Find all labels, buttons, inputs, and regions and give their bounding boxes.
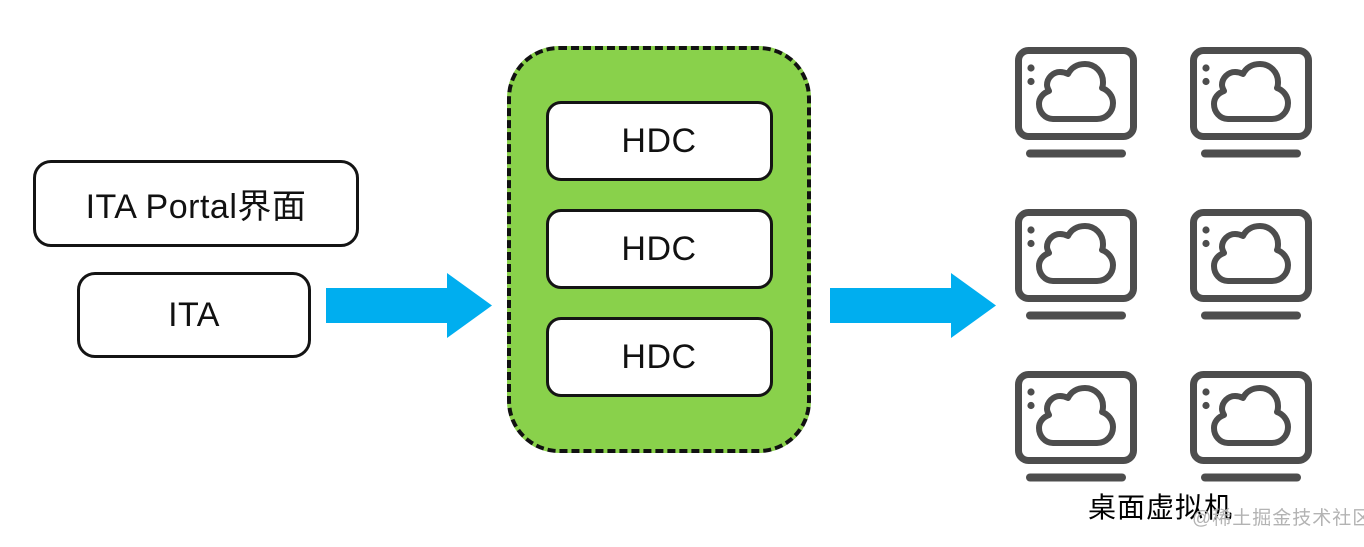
hdc-cluster: HDC HDC HDC [507,46,811,453]
hdc-box: HDC [545,209,773,289]
ita-box: ITA [77,272,311,358]
cloud-desktop-icon [1190,371,1312,483]
vm-grid [1015,47,1312,483]
arrow-right-icon [830,273,996,338]
cloud-desktop-icon [1015,371,1137,483]
hdc-box: HDC [545,317,773,397]
ita-label: ITA [168,295,220,334]
cloud-desktop-icon [1015,47,1137,159]
ita-portal-label: ITA Portal界面 [85,188,307,226]
arrow-right-icon [326,273,492,338]
watermark-text: @稀土掘金技术社区 [1192,508,1364,529]
vm-grid-caption: 桌面虚拟机 [1088,492,1234,523]
hdc-label: HDC [621,229,697,268]
cloud-desktop-icon [1015,209,1137,321]
ita-portal-box: ITA Portal界面 [33,160,359,247]
hdc-label: HDC [621,337,697,376]
hdc-label: HDC [621,121,697,160]
cloud-desktop-icon [1190,47,1312,159]
cloud-desktop-icon [1190,209,1312,321]
hdc-box: HDC [545,101,773,181]
